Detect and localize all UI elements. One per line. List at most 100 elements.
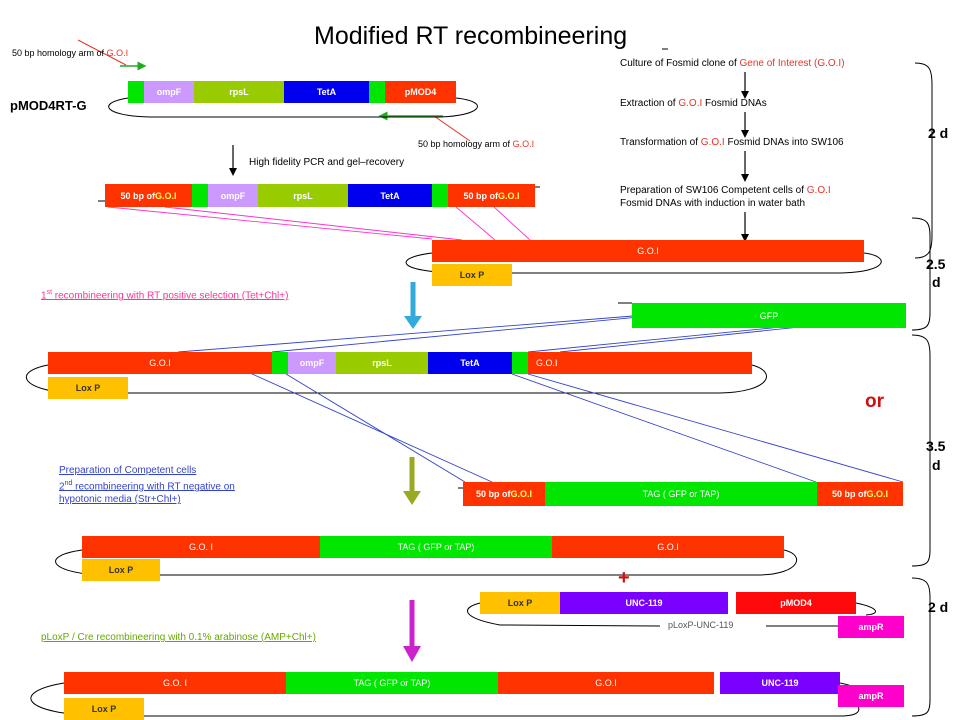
rec2-line-3: hypotonic media (Str+Chl+) bbox=[59, 494, 181, 506]
magenta-arrow-head bbox=[403, 646, 421, 662]
step-1-goi: Gene of Interest (G.O.I) bbox=[739, 58, 845, 69]
fosmid-3-goi-right: G.O.I bbox=[552, 536, 784, 558]
ploxp-loxp: Lox P bbox=[480, 592, 560, 614]
homology-arm-top-goi: G.O.I bbox=[106, 48, 129, 58]
fosmid-1-loxp: Lox P bbox=[432, 264, 512, 286]
plus-sign: + bbox=[618, 567, 630, 589]
gfp-map-2 bbox=[271, 315, 651, 353]
fosmid-3-loxp: Lox P bbox=[82, 559, 160, 581]
pmod4rt-g-loop bbox=[108, 97, 478, 118]
step-3: Transformation of G.O.I Fosmid DNAs into… bbox=[620, 137, 844, 148]
fosmid-2-ompf: ompF bbox=[288, 352, 336, 374]
cassette-seg-rpsl: rpsL bbox=[258, 184, 348, 207]
fosmid-3-tag: TAG ( GFP or TAP) bbox=[320, 536, 552, 558]
fosmid-3-goi-left: G.O. I bbox=[82, 536, 320, 558]
final-goi-left: G.O. I bbox=[64, 672, 286, 694]
rec1-sup: st bbox=[46, 289, 53, 296]
map-line-m2 bbox=[164, 206, 463, 241]
fosmid-2-green-left bbox=[272, 352, 288, 374]
tag-50bp-left-prefix: 50 bp of bbox=[475, 489, 511, 499]
cassette-seg-green-left bbox=[192, 184, 208, 207]
duration-2d-bottom: 2 d bbox=[928, 599, 949, 615]
cassette-50bp-left-prefix: 50 bp of bbox=[120, 190, 155, 201]
top-seg-ompf: ompF bbox=[144, 81, 194, 103]
map-line-m3 bbox=[455, 206, 496, 241]
top-seg-green-end bbox=[369, 81, 385, 103]
ploxp-ampr: ampR bbox=[838, 616, 904, 638]
rec2-line-2: 2nd recombineering with RT negative on bbox=[59, 477, 235, 493]
cassette-50bp-left-goi: G.O.I bbox=[155, 190, 177, 201]
homology-arm-label-top: 50 bp homology arm of G.O.I bbox=[12, 48, 128, 58]
rec1-text: recombineering with RT positive selectio… bbox=[52, 290, 289, 302]
duration-2-5-value: 2.5 bbox=[926, 256, 946, 272]
gfp-bar: GFP bbox=[632, 303, 906, 328]
cassette-seg-ompf: ompF bbox=[208, 184, 258, 207]
step-4-line-2: Fosmid DNAs with induction in water bath bbox=[620, 198, 806, 209]
tag-map-4 bbox=[527, 373, 904, 483]
brace-2d-bottom bbox=[911, 577, 931, 717]
step-2-goi: G.O.I bbox=[678, 98, 703, 109]
cassette-seg-green-right bbox=[432, 184, 448, 207]
step-3-suffix: Fosmid DNAs into SW106 bbox=[724, 137, 844, 148]
tag-map-1 bbox=[229, 363, 493, 483]
fosmid-2-loxp: Lox P bbox=[48, 377, 128, 399]
step-3-prefix: Transformation of bbox=[620, 137, 701, 148]
or-label: or bbox=[865, 391, 884, 412]
fosmid-2-green-right bbox=[512, 352, 528, 374]
plasmid-name: pMOD4RT-G bbox=[10, 98, 87, 113]
rec2-sup: nd bbox=[64, 480, 73, 487]
cassette-50bp-right-goi: G.O.I bbox=[498, 190, 520, 201]
ploxp-pmod4: pMOD4 bbox=[736, 592, 856, 614]
pcr-label: High fidelity PCR and gel–recovery bbox=[249, 157, 405, 168]
rec2-text: recombineering with RT negative on bbox=[72, 481, 235, 493]
tag-cassette-50bp-right: 50 bp of G.O.I bbox=[817, 482, 903, 506]
rec2-prefix: 2 bbox=[59, 481, 65, 493]
step-1-prefix: Culture of Fosmid clone of bbox=[620, 58, 740, 69]
step-4-prefix: Preparation of SW106 Competent cells of bbox=[620, 185, 807, 196]
cassette-seg-50bp-right: 50 bp of G.O.I bbox=[448, 184, 535, 207]
tag-50bp-left-goi: G.O.I bbox=[510, 489, 533, 499]
tag-map-3 bbox=[511, 373, 817, 483]
final-ampr: ampR bbox=[838, 685, 904, 707]
homology-arm-top-prefix: 50 bp homology arm of bbox=[12, 48, 107, 58]
rec1-prefix: 1 bbox=[41, 290, 47, 302]
top-seg-teta: TetA bbox=[284, 81, 369, 103]
duration-3-5-unit: d bbox=[932, 457, 941, 473]
step-4-line-1: Preparation of SW106 Competent cells of … bbox=[620, 185, 831, 196]
duration-2-5-unit: d bbox=[932, 274, 941, 290]
homology-arm-label-bottom: 50 bp homology arm of G.O.I bbox=[418, 139, 534, 149]
rec2-line-1: Preparation of Competent cells bbox=[59, 465, 197, 476]
duration-3-5-value: 3.5 bbox=[926, 438, 946, 454]
cassette-50bp-right-prefix: 50 bp of bbox=[463, 190, 498, 201]
tag-map-2 bbox=[285, 373, 466, 483]
fosmid-2-rpsl: rpsL bbox=[336, 352, 428, 374]
cassette-seg-50bp-left: 50 bp of G.O.I bbox=[105, 184, 192, 207]
page-title: Modified RT recombineering bbox=[314, 22, 628, 50]
step-2: Extraction of G.O.I Fosmid DNAs bbox=[620, 98, 767, 109]
homology-pointer-bottom bbox=[433, 115, 471, 142]
step-3-goi: G.O.I bbox=[700, 137, 725, 148]
brace-3-5d bbox=[911, 334, 931, 567]
cyan-arrow-head bbox=[404, 316, 422, 329]
fosmid-2-goi-right: G.O.I bbox=[528, 352, 752, 374]
brace-2-5d bbox=[911, 217, 931, 331]
gfp-map-1 bbox=[177, 315, 634, 353]
recombineering-3-label: pLoxP / Cre recombineering with 0.1% ara… bbox=[41, 632, 316, 643]
fosmid-2-goi-left: G.O.I bbox=[48, 352, 272, 374]
recombineering-1-label: 1st recombineering with RT positive sele… bbox=[41, 289, 288, 301]
duration-2d-top: 2 d bbox=[928, 125, 949, 141]
step-1: Culture of Fosmid clone of Gene of Inter… bbox=[620, 58, 845, 69]
final-goi-right: G.O.I bbox=[498, 672, 714, 694]
final-unc-119: UNC-119 bbox=[720, 672, 840, 694]
homology-arm-bottom-prefix: 50 bp homology arm of bbox=[418, 139, 513, 149]
step-2-prefix: Extraction of bbox=[620, 98, 679, 109]
step-2-suffix: Fosmid DNAs bbox=[702, 98, 767, 109]
ploxp-name: pLoxP-UNC-119 bbox=[668, 620, 734, 630]
fosmid-2-teta: TetA bbox=[428, 352, 512, 374]
step-4-goi: G.O.I bbox=[806, 185, 831, 196]
final-tag: TAG ( GFP or TAP) bbox=[286, 672, 498, 694]
map-line-m4 bbox=[493, 206, 531, 241]
map-line-m1 bbox=[107, 206, 433, 240]
fosmid-1-goi: G.O.I bbox=[432, 240, 864, 262]
